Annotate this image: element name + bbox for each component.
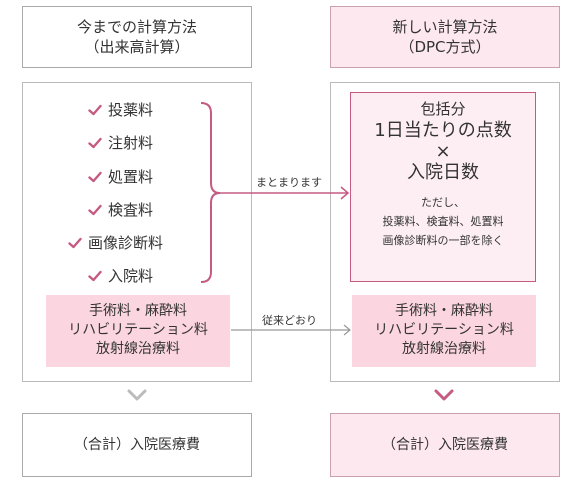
old-item-label: 注射料 xyxy=(108,134,154,152)
multiply-sign: × xyxy=(435,141,451,162)
surgery-line: 手術料・麻酔料 xyxy=(89,303,187,319)
points-per-day: 1日当たりの点数 xyxy=(374,120,512,141)
inclusive-box: 包括分 1日当たりの点数 × 入院日数 ただし、 投薬料、検査料、処置料 画像診… xyxy=(350,92,536,282)
old-item-treatment: 処置料 xyxy=(88,166,153,188)
old-method-title: 今までの計算方法 xyxy=(76,18,197,36)
old-item-label: 入院料 xyxy=(108,267,154,285)
new-down-chevron-icon xyxy=(434,389,454,401)
surgery-line: リハビリテーション料 xyxy=(374,322,514,338)
check-icon xyxy=(88,204,102,216)
old-total-box: （合計）入院医療費 xyxy=(22,413,252,477)
grouping-brace xyxy=(200,102,221,283)
exception-note: ただし、 xyxy=(421,196,465,209)
combined-arrow-label: まとまります xyxy=(256,176,322,189)
inclusive-title: 包括分 xyxy=(420,100,466,118)
check-icon xyxy=(88,104,102,116)
combined-arrow-head xyxy=(340,186,350,200)
old-item-label: 画像診断料 xyxy=(88,234,164,252)
surgery-line: 手術料・麻酔料 xyxy=(395,303,493,319)
surgery-line: 放射線治療料 xyxy=(96,341,180,357)
check-icon xyxy=(88,137,102,149)
new-surgery-box: 手術料・麻酔料 リハビリテーション料 放射線治療料 xyxy=(352,295,536,367)
check-icon xyxy=(88,270,102,282)
old-total-label: （合計）入院医療費 xyxy=(74,437,200,453)
old-method-subtitle: （出来高計算） xyxy=(84,38,190,56)
old-down-chevron-icon xyxy=(127,389,147,401)
old-item-label: 投薬料 xyxy=(108,101,154,119)
old-item-label: 検査料 xyxy=(108,201,154,219)
surgery-line: 放射線治療料 xyxy=(402,341,486,357)
old-item-imaging: 画像診断料 xyxy=(68,232,163,254)
new-method-header: 新しい計算方法 （DPC方式） xyxy=(330,6,560,68)
old-item-medication: 投薬料 xyxy=(88,99,153,121)
exception-items-2: 画像診断料の一部を除く xyxy=(382,234,504,247)
surgery-line: リハビリテーション料 xyxy=(68,322,208,338)
new-method-subtitle: （DPC方式） xyxy=(399,38,491,56)
check-icon xyxy=(68,237,82,249)
new-total-box: （合計）入院医療費 xyxy=(330,413,560,477)
exception-items: 投薬料、検査料、処置料 xyxy=(382,215,504,228)
check-icon xyxy=(88,171,102,183)
old-item-examination: 検査料 xyxy=(88,199,153,221)
old-surgery-box: 手術料・麻酔料 リハビリテーション料 放射線治療料 xyxy=(46,295,230,367)
old-method-header: 今までの計算方法 （出来高計算） xyxy=(22,6,252,68)
new-method-title: 新しい計算方法 xyxy=(392,18,498,36)
old-item-label: 処置料 xyxy=(108,168,154,186)
same-arrow-head xyxy=(343,324,351,336)
new-total-label: （合計）入院医療費 xyxy=(382,437,508,453)
same-arrow-label: 従来どおり xyxy=(262,314,317,327)
old-item-injection: 注射料 xyxy=(88,132,153,154)
hospital-days: 入院日数 xyxy=(407,162,479,183)
old-item-hospitalization: 入院料 xyxy=(88,265,153,287)
